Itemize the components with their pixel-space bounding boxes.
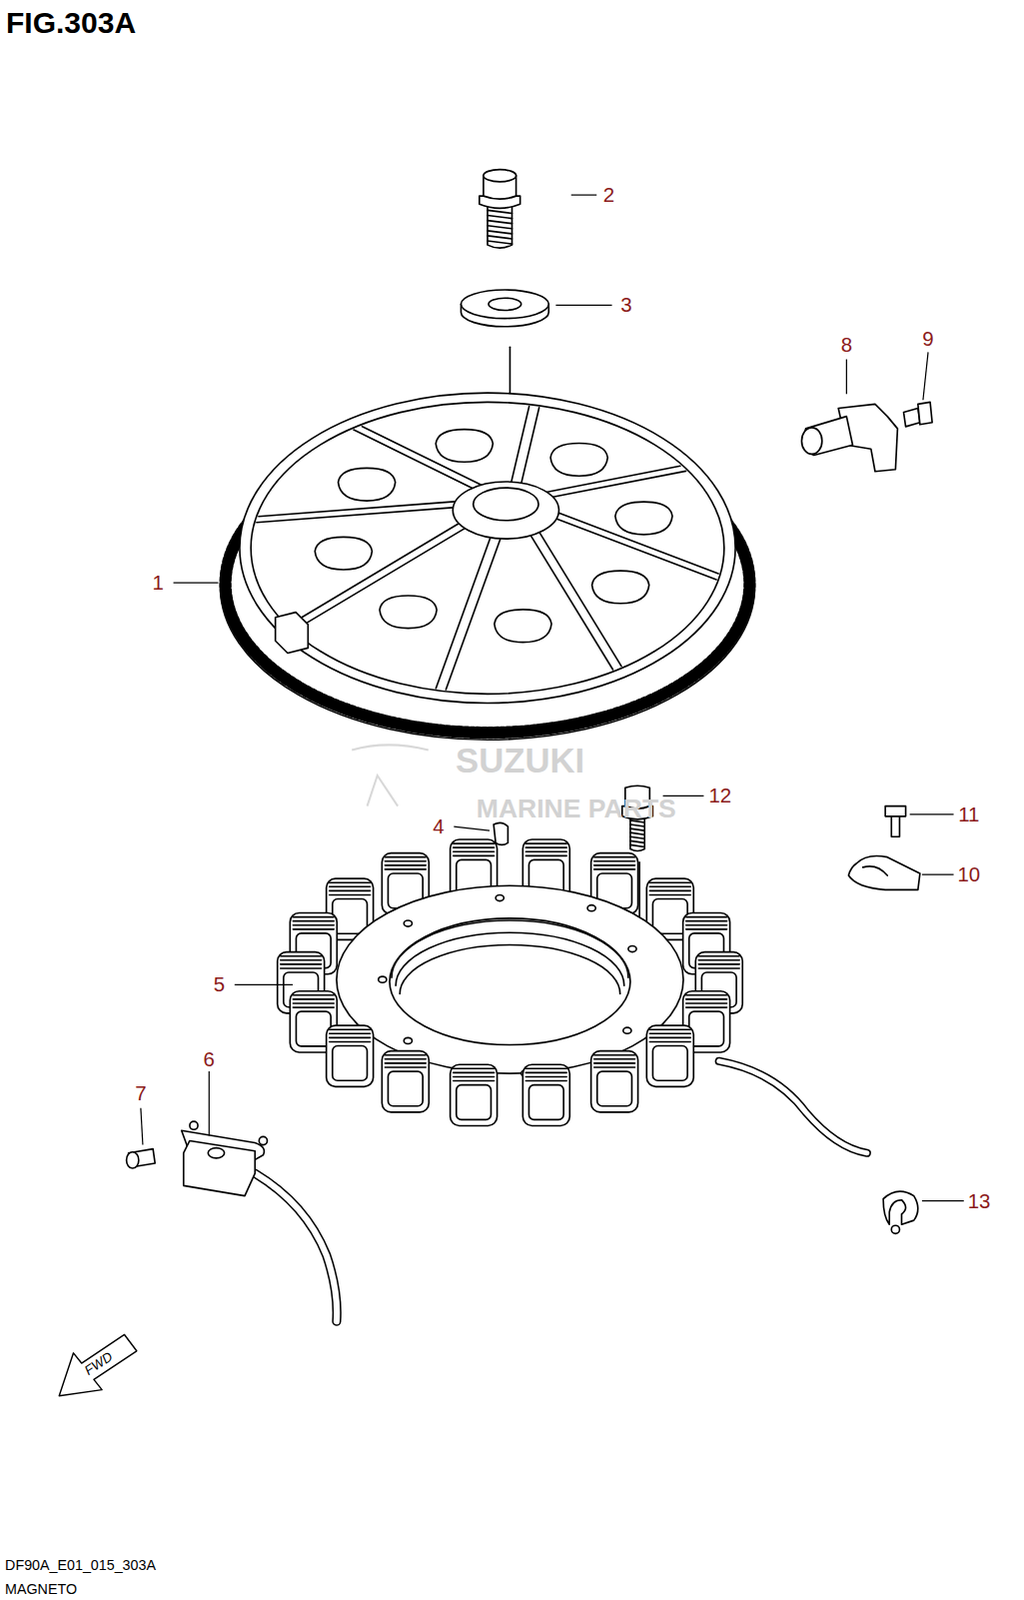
leader-line [846,358,848,394]
watermark: MARINE PARTS [476,794,677,824]
leader-line [208,1070,210,1135]
crank-sensor [801,403,898,471]
screw [126,1148,156,1168]
washer [460,289,549,327]
flywheel-bolt [479,169,521,249]
drawing-code: DF90A_E01_015_303A [4,1557,156,1574]
watermark-mark [351,744,429,806]
callout-number: 11 [958,802,980,825]
callout-number: 7 [134,1081,146,1104]
cable-clamp [883,1190,919,1233]
watermark: SUZUKI [455,740,585,779]
callout-number: 4 [432,815,444,838]
callout-number: 1 [152,571,164,594]
callout-number: 8 [841,333,853,356]
leader-line [234,984,293,986]
figure-title: FIG.303A [5,5,136,39]
screw [885,806,906,838]
callout-number: 12 [708,784,732,807]
leader-line [140,1107,143,1145]
cable-clamp [848,856,920,891]
figure-caption: MAGNETO [4,1581,77,1598]
woodruff-key [493,822,508,845]
callout-number: 2 [603,183,615,206]
leader-line [453,826,490,831]
forward-arrow [58,1333,137,1395]
callout-number: 9 [922,327,934,350]
leader-line [173,581,219,583]
leader-line [923,351,929,400]
stator [277,839,868,1153]
callout-number: 3 [620,293,632,316]
callout-number: 13 [968,1188,992,1211]
callout-number: 10 [958,863,982,886]
callout-number: 5 [213,973,225,996]
leader-line [922,873,955,875]
pulser-coil [181,1120,337,1321]
leader-line [571,193,598,195]
screw [904,401,934,427]
callout-number: 6 [203,1046,215,1069]
leader-line [922,1199,965,1201]
leader-line [910,813,955,815]
leader-line [555,304,612,306]
flywheel [220,392,756,740]
